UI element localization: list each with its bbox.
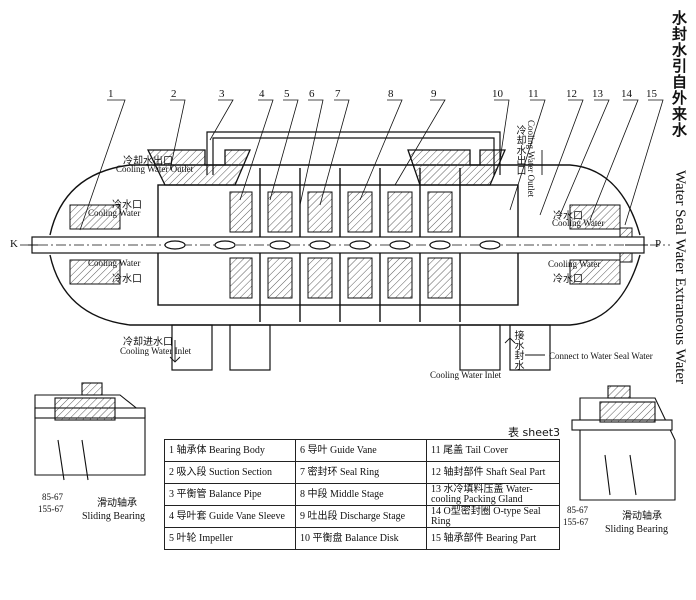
table-cell: 6 导叶 Guide Vane	[295, 439, 427, 462]
table-cell: 15 轴承部件 Bearing Part	[426, 527, 560, 550]
title-english: Water Seal Water Extraneous Water	[672, 170, 688, 385]
cooling-outlet-vertical-en: Cooling Water Outlet	[526, 120, 536, 198]
callout-13: 13	[592, 88, 603, 100]
left-sliding-bearing-cn: 滑动轴承	[97, 498, 137, 509]
table-cell: 12 轴封部件 Shaft Seal Part	[426, 461, 560, 484]
left-dims-1: 85-67	[42, 492, 63, 502]
cooling-water-outlet-en: Cooling Water Outlet	[116, 164, 194, 174]
right-dims-2: 155-67	[563, 517, 589, 527]
left-top-cooling-cn: 冷水口	[112, 200, 142, 211]
table-cell: 4 导叶套 Guide Vane Sleeve	[164, 505, 296, 528]
impellers	[229, 191, 453, 299]
callout-14: 14	[621, 88, 632, 100]
cooling-outlet-vertical-cn: 冷却水出口	[514, 125, 525, 175]
callout-6: 6	[309, 88, 315, 100]
right-bottom-cooling-en: Cooling Water	[548, 259, 601, 269]
discharge-nozzle	[407, 149, 506, 186]
connect-seal-vertical-cn: 接水封水	[512, 330, 523, 370]
table-cell: 7 密封环 Seal Ring	[295, 461, 427, 484]
left-top-cooling-en: Cooling Water	[88, 208, 141, 218]
callout-15: 15	[646, 88, 657, 100]
table-cell: 11 尾盖 Tail Cover	[426, 439, 560, 462]
table-row: 5 叶轮 Impeller 10 平衡盘 Balance Disk 15 轴承部…	[164, 527, 560, 550]
left-bottom-cooling-cn: 冷水口	[112, 274, 142, 285]
connect-seal-en: Connect to Water Seal Water	[549, 351, 653, 361]
right-bottom-cooling-cn: 冷水口	[553, 274, 583, 285]
cooling-water-inlet2-en: Cooling Water Inlet	[430, 370, 502, 380]
table-cell: 2 吸入段 Suction Section	[164, 461, 296, 484]
flow-arrows	[28, 150, 648, 370]
table-cell: 8 中段 Middle Stage	[295, 483, 427, 506]
sheet-label: 表 sheet3	[508, 426, 561, 439]
left-sliding-bearing-detail	[34, 382, 146, 481]
callout-9: 9	[431, 88, 437, 100]
table-row: 4 导叶套 Guide Vane Sleeve 9 吐出段 Discharge …	[164, 505, 560, 528]
callout-1: 1	[108, 88, 114, 100]
right-top-cooling-cn: 冷水口	[553, 211, 583, 222]
right-sliding-bearing-detail	[571, 385, 676, 501]
suction-nozzle	[146, 149, 251, 186]
right-sliding-bearing-cn: 滑动轴承	[622, 511, 662, 522]
table-row: 1 轴承体 Bearing Body 6 导叶 Guide Vane 11 尾盖…	[164, 439, 560, 462]
right-sliding-bearing-en: Sliding Bearing	[605, 524, 669, 535]
parts-table: 1 轴承体 Bearing Body 6 导叶 Guide Vane 11 尾盖…	[164, 439, 560, 550]
callout-leaders	[79, 99, 664, 231]
balance-pipe	[206, 131, 501, 175]
cooling-water-inlet-en: Cooling Water Inlet	[120, 346, 192, 356]
table-row: 2 吸入段 Suction Section 7 密封环 Seal Ring 12…	[164, 461, 560, 484]
left-bottom-cooling-en: Cooling Water	[88, 258, 141, 268]
table-cell: 3 平衡管 Balance Pipe	[164, 483, 296, 506]
cooling-water-inlet-cn: 冷却进水口	[123, 337, 173, 348]
callout-10: 10	[492, 88, 503, 100]
callout-12: 12	[566, 88, 577, 100]
callout-8: 8	[388, 88, 394, 100]
left-dims-2: 155-67	[38, 504, 64, 514]
shaft	[20, 236, 670, 254]
title-chinese: 水封水引自外来水	[670, 10, 688, 138]
callout-11: 11	[528, 88, 539, 100]
table-cell: 10 平衡盘 Balance Disk	[295, 527, 427, 550]
table-cell: 1 轴承体 Bearing Body	[164, 439, 296, 462]
table-cell: 14 O型密封圈 O-type Seal Ring	[426, 505, 560, 528]
table-cell: 9 吐出段 Discharge Stage	[295, 505, 427, 528]
right-dims-1: 85-67	[567, 505, 588, 515]
callout-5: 5	[284, 88, 290, 100]
callout-3: 3	[219, 88, 225, 100]
shaft-end-p: P	[655, 238, 662, 250]
table-row: 3 平衡管 Balance Pipe 8 中段 Middle Stage 13 …	[164, 483, 560, 506]
callout-4: 4	[259, 88, 265, 100]
support-feet	[171, 324, 551, 371]
cooling-water-outlet-cn: 冷却水出口	[123, 156, 173, 167]
table-cell: 5 叶轮 Impeller	[164, 527, 296, 550]
left-bearing	[69, 204, 121, 285]
callout-7: 7	[335, 88, 341, 100]
table-cell: 13 水冷填料压盖 Water-cooling Packing Gland	[426, 483, 560, 506]
shaft-end-k: K	[10, 238, 18, 250]
callout-2: 2	[171, 88, 177, 100]
left-sliding-bearing-en: Sliding Bearing	[82, 511, 146, 522]
right-top-cooling-en: Cooling Water	[552, 218, 605, 228]
